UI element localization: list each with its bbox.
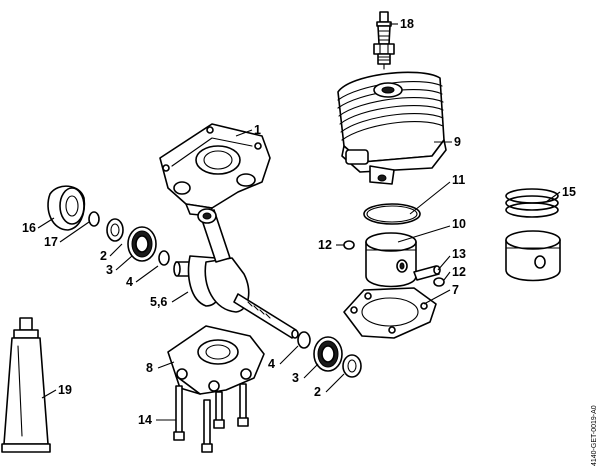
circlip-bearing-right [297,331,311,349]
grease-tube [1,317,51,453]
piston-assembly-kit [505,230,561,282]
callout-12-left: 12 [318,238,332,252]
leader-lines [37,23,561,421]
screw-set [173,383,249,453]
callout-4-left: 4 [126,275,133,289]
callout-3-left: 3 [106,263,113,277]
callout-10: 10 [452,217,466,231]
drawing-code: 4140-GET-0019-A0 [591,405,598,466]
cylinder-gasket [343,287,437,339]
callout-19: 19 [58,383,72,397]
callout-12-right: 12 [452,265,466,279]
piston-ring-set [505,188,559,218]
callout-3-right: 3 [292,371,299,385]
callout-2-right: 2 [314,385,321,399]
callout-11: 11 [452,173,465,187]
piston-ring [363,203,421,225]
crankcase-half-upper [159,123,271,217]
oil-seal-left [106,218,124,242]
crankshaft [173,208,299,339]
callout-16: 16 [22,221,36,235]
cylinder [337,71,447,185]
callout-17: 17 [44,235,58,249]
seal-ring [47,185,86,231]
callout-4-right: 4 [268,357,275,371]
circlip-bearing-left [158,250,170,266]
callout-15: 15 [562,185,576,199]
circlip-right [433,277,445,287]
piston-pin [413,265,441,281]
crankcase-half-lower [167,325,265,395]
callout-18: 18 [400,17,414,31]
callout-labels: 18 9 1 11 10 12 13 12 7 15 16 17 2 3 4 5… [22,17,576,427]
oil-seal-right [342,354,362,378]
piston [365,232,417,288]
callout-7: 7 [452,283,459,297]
callout-1: 1 [254,123,261,137]
callout-9: 9 [454,135,461,149]
callout-8: 8 [146,361,153,375]
ball-bearing-left [127,226,157,262]
callout-14: 14 [138,413,152,427]
ball-bearing-right [313,336,343,372]
thrust-washer [88,211,100,227]
callout-5-6: 5,6 [150,295,167,309]
spark-plug [373,11,395,70]
callout-13: 13 [452,247,466,261]
callout-2-left: 2 [100,249,107,263]
circlip-left [343,240,355,250]
